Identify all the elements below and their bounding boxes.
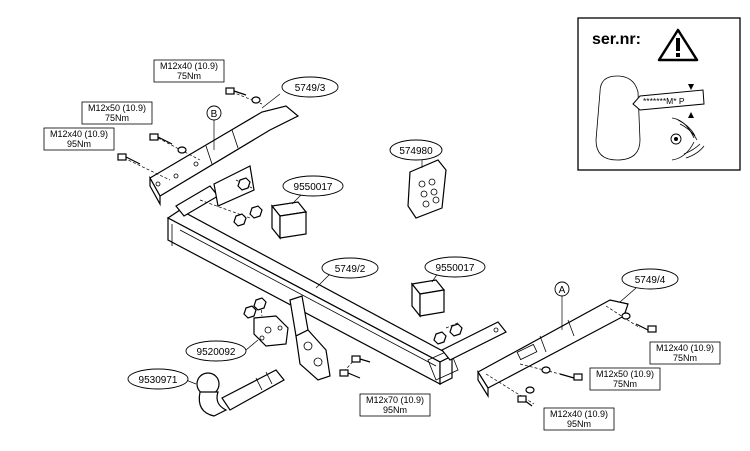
svg-text:M12x40 (10.9): M12x40 (10.9) xyxy=(550,409,608,419)
svg-text:M12x50 (10.9): M12x50 (10.9) xyxy=(596,369,654,379)
bolt-spec-box: M12x50 (10.9) 75Nm xyxy=(589,367,661,391)
callout-b: B xyxy=(206,105,222,121)
svg-text:9550017: 9550017 xyxy=(436,263,475,274)
callout-a: A xyxy=(554,281,570,297)
svg-text:9550017: 9550017 xyxy=(294,182,333,193)
part-label-side-right: 5749/4 xyxy=(621,268,679,290)
svg-text:574980: 574980 xyxy=(399,146,433,157)
svg-text:95Nm: 95Nm xyxy=(567,419,591,429)
svg-text:75Nm: 75Nm xyxy=(613,379,637,389)
bolt-spec-box: M12x40 (10.9) 95Nm xyxy=(543,407,615,431)
svg-text:B: B xyxy=(211,109,218,120)
part-label-tow-ball: 9530971 xyxy=(127,368,189,390)
bolt-kit-part xyxy=(407,159,447,219)
nut-icon xyxy=(233,177,263,227)
svg-text:9530971: 9530971 xyxy=(139,375,178,386)
arrow-up-icon xyxy=(688,112,694,118)
svg-text:M12x40 (10.9): M12x40 (10.9) xyxy=(160,61,218,71)
pad-left-part xyxy=(270,201,308,240)
bolt-spec-box: M12x70 (10.9) 95Nm xyxy=(359,393,431,417)
arrow-down-icon xyxy=(688,84,694,90)
bolt-icon xyxy=(351,355,371,363)
eye-icon xyxy=(670,117,705,161)
svg-text:95Nm: 95Nm xyxy=(383,405,407,415)
socket-plate-part xyxy=(243,297,289,347)
svg-text:75Nm: 75Nm xyxy=(105,113,129,123)
serial-plate-text: *******M* P xyxy=(643,96,685,106)
part-label-side-left: 5749/3 xyxy=(281,76,339,98)
nut-icon xyxy=(433,323,463,345)
svg-text:5749/4: 5749/4 xyxy=(635,275,666,286)
bolt-icon xyxy=(541,366,583,381)
crossbar-part xyxy=(166,209,459,385)
bolt-icon xyxy=(621,312,657,333)
bolt-icon xyxy=(339,369,361,379)
warning-icon xyxy=(657,28,699,62)
bolt-icon xyxy=(225,87,261,104)
svg-text:M12x40 (10.9): M12x40 (10.9) xyxy=(50,129,108,139)
tow-ball-part xyxy=(196,369,285,417)
svg-text:95Nm: 95Nm xyxy=(67,139,91,149)
svg-text:75Nm: 75Nm xyxy=(177,71,201,81)
axle-housing-outline xyxy=(595,75,641,161)
left-side-bracket-part xyxy=(149,105,300,217)
right-side-bracket-part xyxy=(441,299,629,399)
svg-text:9520092: 9520092 xyxy=(197,347,236,358)
svg-text:M12x40 (10.9): M12x40 (10.9) xyxy=(656,343,714,353)
serial-number-box: ser.nr: *******M* P xyxy=(577,17,741,171)
svg-text:M12x50 (10.9): M12x50 (10.9) xyxy=(88,103,146,113)
bolt-icon xyxy=(517,386,535,407)
part-label-bolt-kit: 574980 xyxy=(389,139,443,161)
bolt-spec-box: M12x40 (10.9) 75Nm xyxy=(153,59,225,83)
mounting-plate-part xyxy=(289,295,331,381)
svg-text:M12x70 (10.9): M12x70 (10.9) xyxy=(366,395,424,405)
svg-text:5749/3: 5749/3 xyxy=(295,83,326,94)
pad-right-part xyxy=(410,279,446,318)
bolt-spec-box: M12x50 (10.9) 75Nm xyxy=(81,101,153,125)
svg-text:A: A xyxy=(559,285,566,296)
svg-text:5749/2: 5749/2 xyxy=(335,264,366,275)
part-label-socket-plate: 9520092 xyxy=(185,340,247,362)
part-label-crossbar: 5749/2 xyxy=(321,257,379,279)
svg-text:75Nm: 75Nm xyxy=(673,353,697,363)
part-label-pad-left: 9550017 xyxy=(282,175,344,197)
part-label-pad-right: 9550017 xyxy=(424,256,486,278)
bolt-icon xyxy=(117,153,141,165)
serial-plate: *******M* P xyxy=(632,89,705,111)
bolt-spec-box: M12x40 (10.9) 75Nm xyxy=(649,341,721,365)
bolt-spec-box: M12x40 (10.9) 95Nm xyxy=(43,127,115,151)
serial-title: ser.nr: xyxy=(592,31,641,48)
bolt-icon xyxy=(149,133,187,154)
